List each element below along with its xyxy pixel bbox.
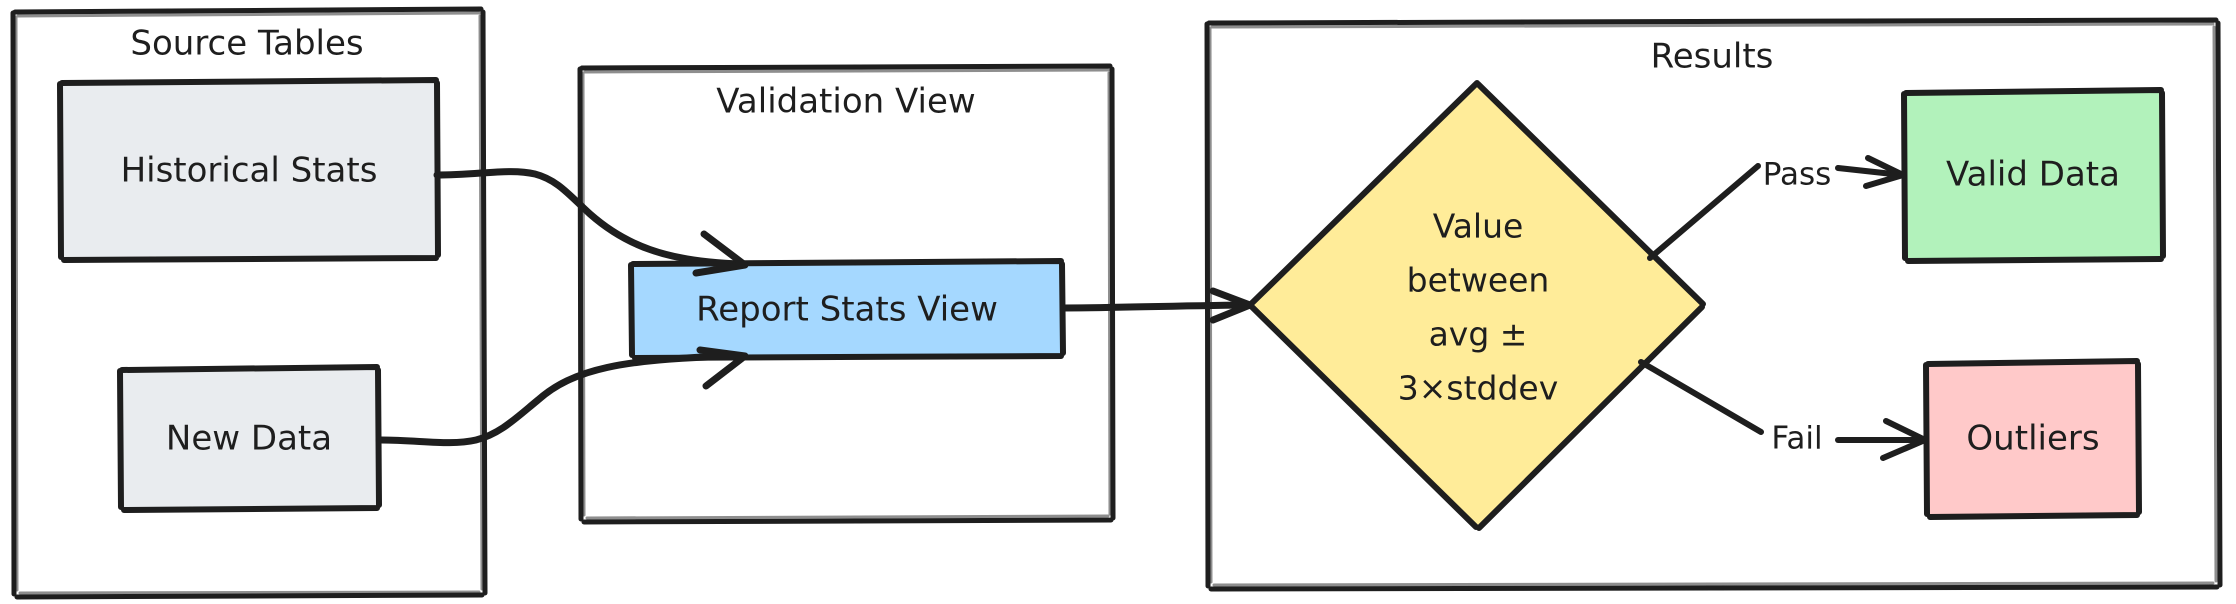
valid-data-border [1901,87,2166,264]
validation-check-label-line-3: avg ± [1429,315,1528,354]
edge-newdata-to-report-line [375,352,746,447]
group-validation-view[interactable]: Validation View [577,63,1116,525]
edge-report-to-check-arrowhead [1209,287,1254,324]
edge-newdata-to-report [375,346,749,447]
outliers-fill [1928,362,2138,516]
valid-data-label: Valid Data [1946,155,2120,195]
group-source-tables[interactable]: Source Tables [10,6,488,600]
node-valid-data[interactable]: Valid Data [1901,87,2166,264]
edge-label-fail: Fail [1771,421,1822,457]
valid-data-fill [1906,91,2162,260]
group-title-validation-view: Validation View [716,82,975,122]
historical-stats-fill [62,81,437,259]
edge-check-to-valid-arrowhead [1863,155,1906,189]
validation-check-label-line-4: 3×stddev [1398,369,1559,408]
new-data-fill [122,368,378,509]
edge-check-to-valid-line [1647,163,1761,261]
edge-historical-to-report-arrowhead [692,230,749,277]
historical-stats-label: Historical Stats [121,151,378,191]
edge-label-pass: Pass [1763,157,1832,193]
edge-check-to-outliers: Fail [1638,359,1928,461]
validation-view-border [577,63,1116,525]
edge-historical-to-report [433,168,749,277]
edge-newdata-to-report-arrowhead [696,346,749,390]
edge-check-to-valid-line-b [1835,165,1905,178]
results-border-shadow [1208,22,2218,587]
validation-check-label-line-1: Value [1433,207,1524,246]
edge-historical-to-report-line [433,168,746,268]
outliers-border [1923,358,2142,520]
group-results[interactable]: Results [1204,17,2223,592]
edge-check-to-outliers-arrowhead [1880,418,1928,461]
outliers-label: Outliers [1966,419,2099,459]
node-historical-stats[interactable]: Historical Stats [57,77,441,263]
report-stats-view-fill [633,262,1062,357]
edge-check-to-valid: Pass [1647,155,1906,261]
results-border [1204,17,2223,592]
node-new-data[interactable]: New Data [117,364,382,513]
source-tables-border-shadow [14,11,484,595]
edge-check-to-outliers-line [1638,359,1764,435]
node-validation-check[interactable]: Value between avg ± 3×stddev [1248,80,1706,531]
edge-report-to-check-line [1059,301,1252,312]
validation-check-border [1248,80,1706,531]
edge-report-to-check [1059,287,1254,324]
new-data-label: New Data [166,419,332,459]
node-outliers[interactable]: Outliers [1923,358,2142,520]
report-stats-view-label: Report Stats View [696,290,998,330]
group-title-source-tables: Source Tables [130,24,363,64]
source-tables-border [10,6,488,600]
validation-check-fill [1252,84,1702,527]
historical-stats-border [57,77,441,263]
validation-view-border-shadow [581,68,1112,520]
validation-check-label-line-2: between [1407,261,1550,300]
group-title-results: Results [1651,37,1774,77]
